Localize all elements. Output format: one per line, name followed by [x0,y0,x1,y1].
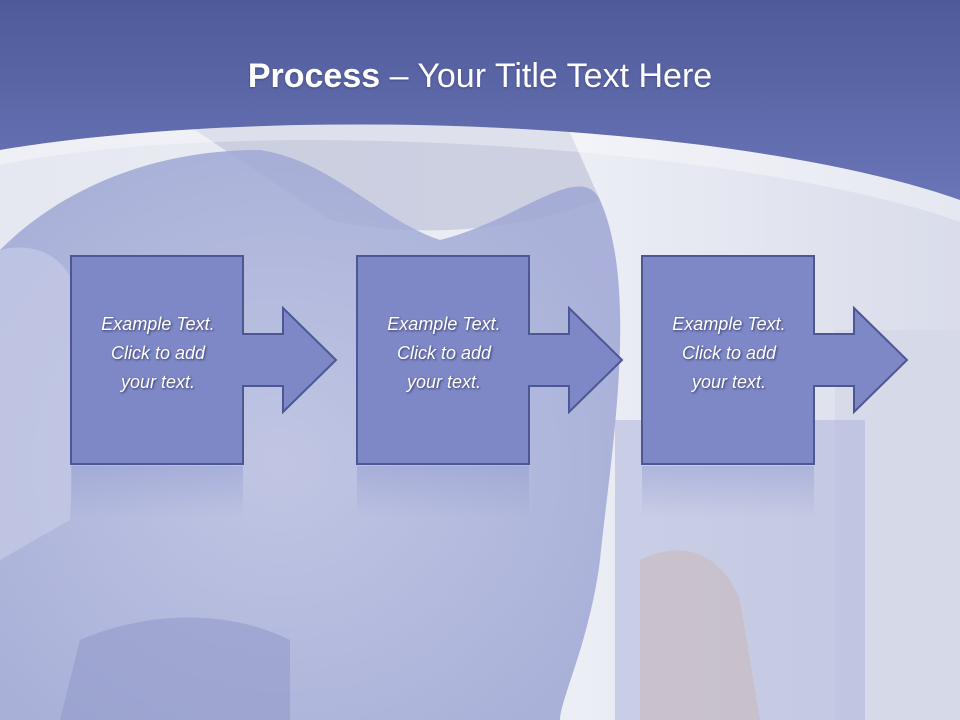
arrow-box-shape [641,255,909,518]
slide-title[interactable]: Process – Your Title Text Here [0,52,960,100]
title-rest: – Your Title Text Here [380,57,713,95]
step-text[interactable]: Example Text. Click to add your text. [101,314,215,392]
arrow-box-shape [70,255,338,518]
process-step-2[interactable]: Example Text. Click to add your text. [356,255,701,520]
process-step-1[interactable]: Example Text. Click to add your text. [70,255,415,520]
arrow-box-shape [356,255,624,518]
title-bold: Process [247,57,381,95]
step-text[interactable]: Example Text. Click to add your text. [672,314,786,392]
process-step-3[interactable]: Example Text. Click to add your text. [641,255,960,520]
step-text[interactable]: Example Text. Click to add your text. [387,314,501,392]
